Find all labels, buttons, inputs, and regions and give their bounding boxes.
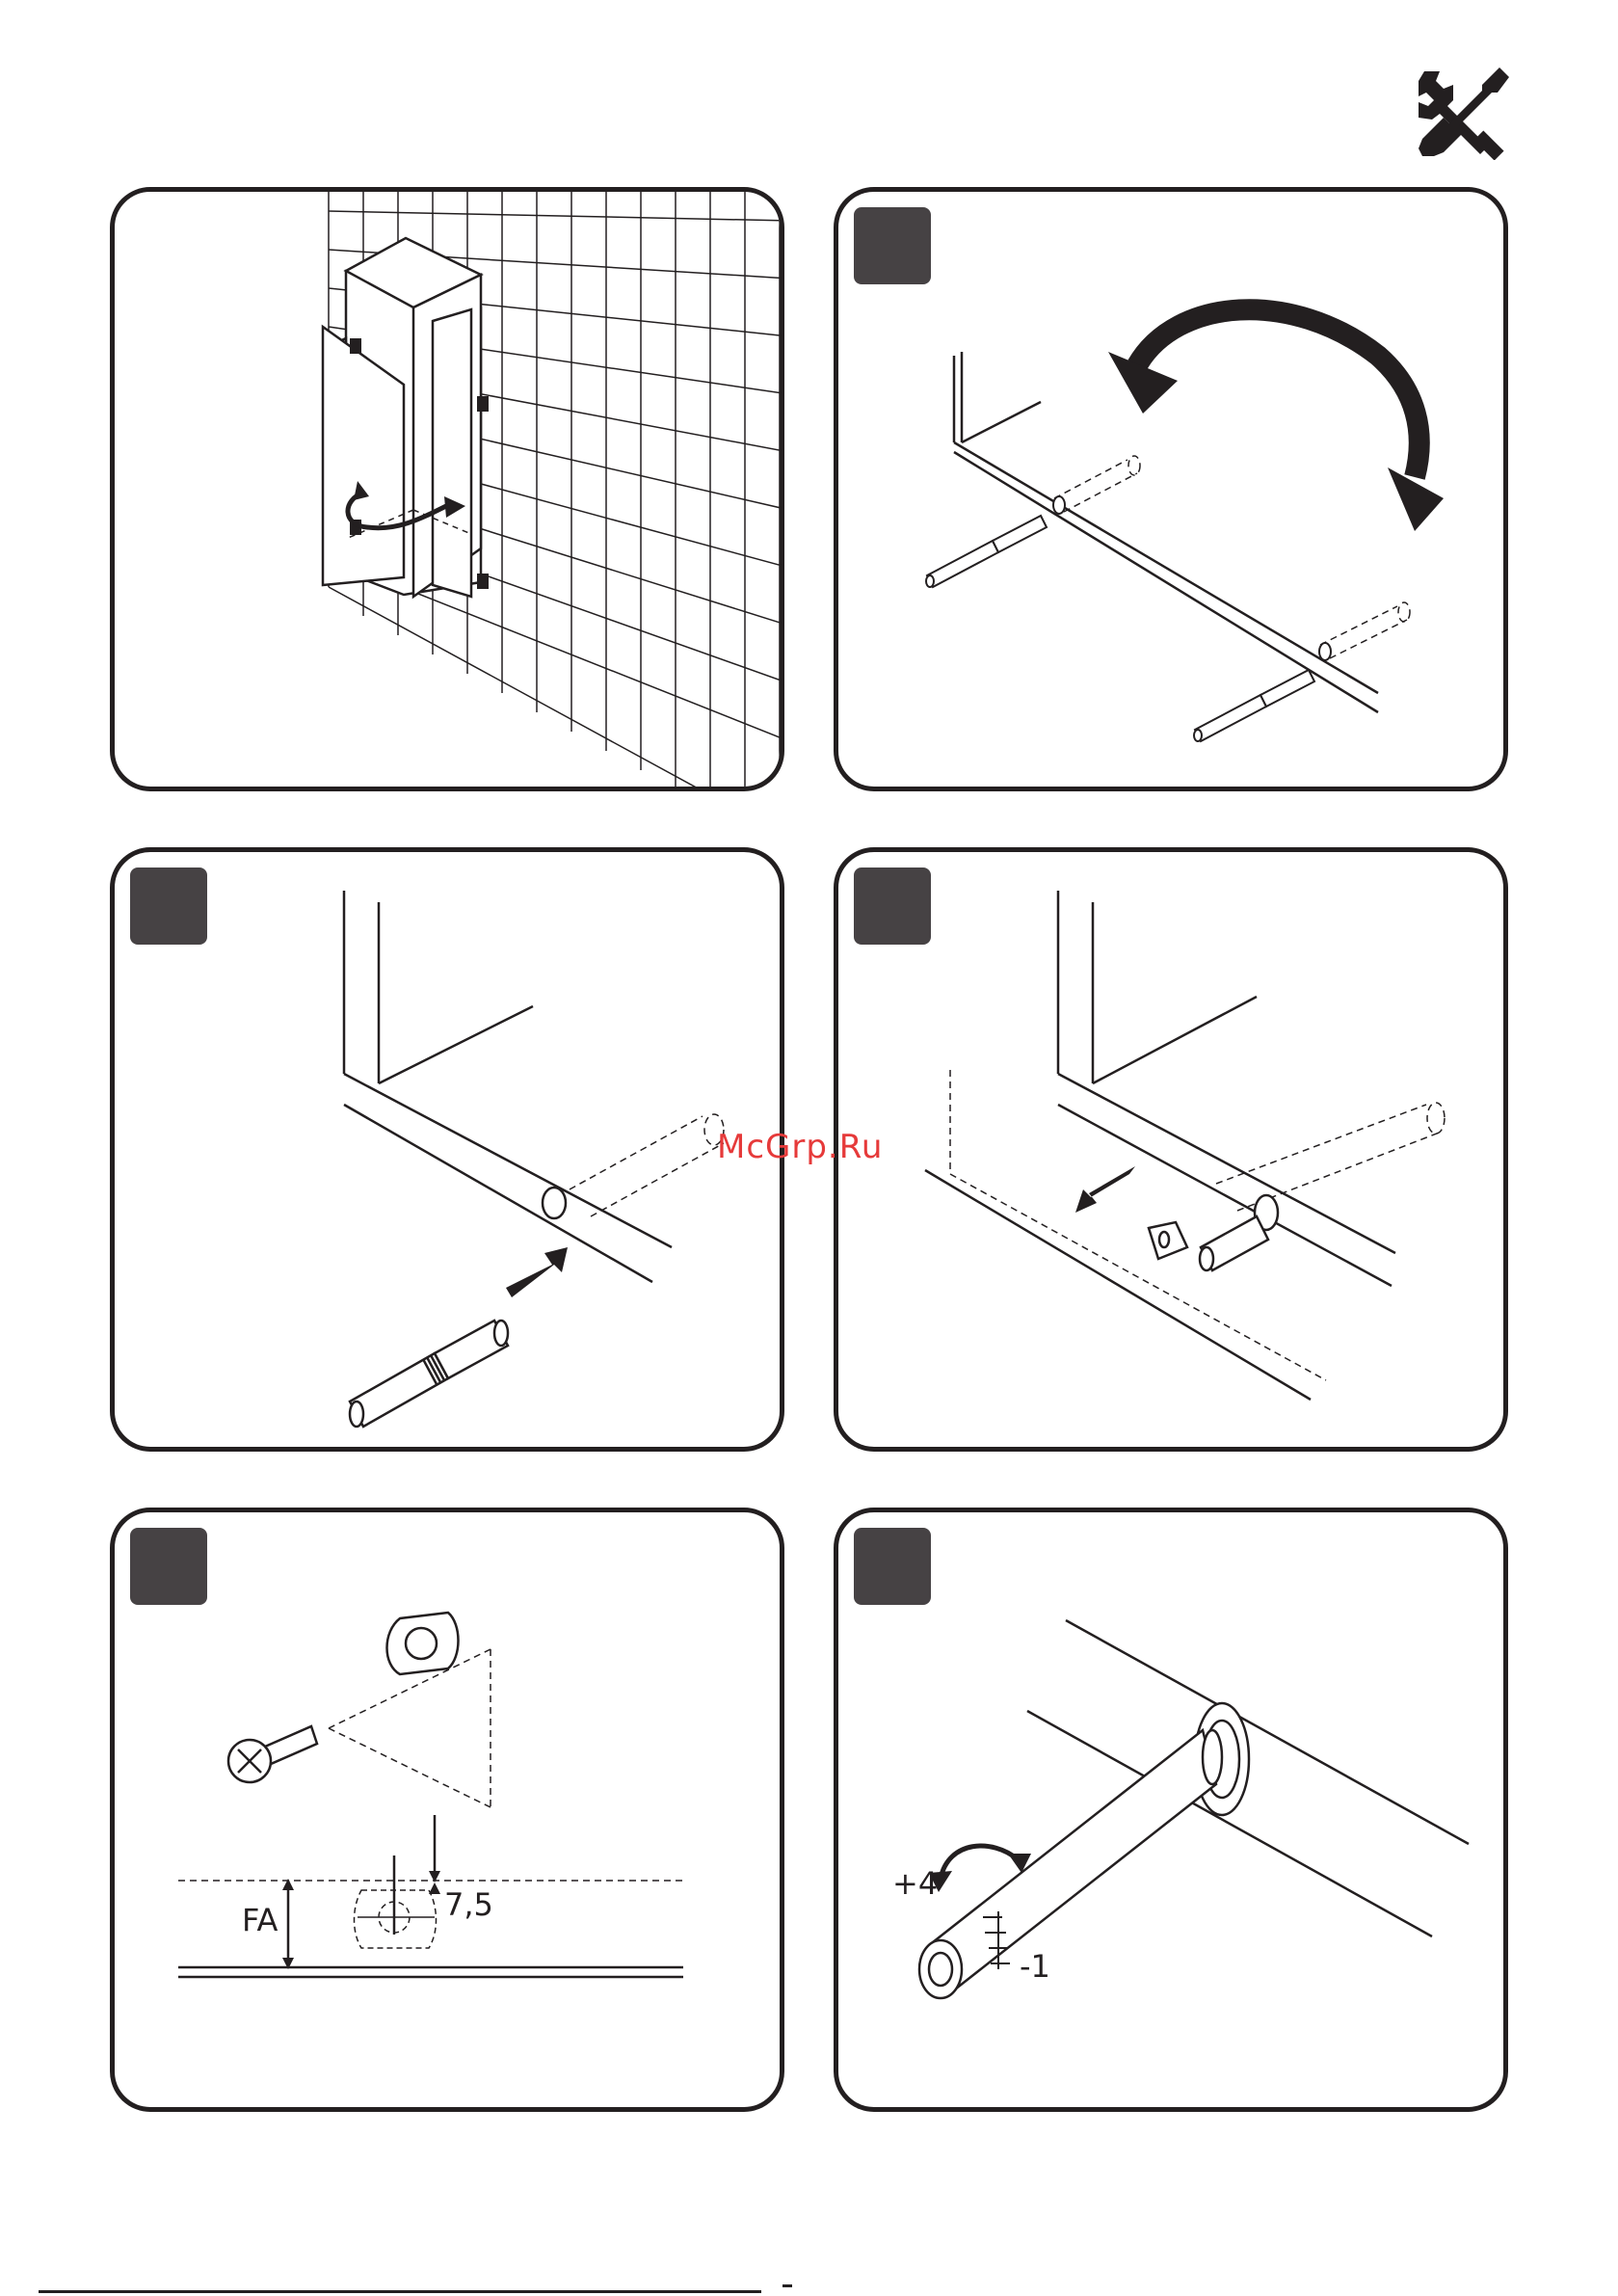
hole-insertion-illustration bbox=[838, 192, 1508, 791]
step-1-panel bbox=[110, 187, 784, 791]
adjustment-illustration: +4 -1 bbox=[838, 1512, 1508, 2112]
step-6-panel: +4 -1 bbox=[834, 1508, 1508, 2112]
minus-label: -1 bbox=[1020, 1948, 1050, 1985]
step-3-panel bbox=[110, 847, 784, 1452]
fa-label: FA bbox=[242, 1902, 278, 1938]
plus-label: +4 bbox=[892, 1865, 938, 1902]
step-5-panel: FA 7,5 bbox=[110, 1508, 784, 2112]
step-2-panel bbox=[834, 187, 1508, 791]
screw-fixing-illustration: FA 7,5 bbox=[115, 1512, 784, 2112]
footer-rule bbox=[39, 2290, 761, 2293]
plate-alignment-illustration bbox=[838, 852, 1508, 1452]
wrench-screwdriver-icon bbox=[1415, 64, 1511, 160]
watermark-text: McGrp.Ru bbox=[717, 1128, 883, 1166]
push-insert-illustration bbox=[115, 852, 784, 1452]
step-4-panel bbox=[834, 847, 1508, 1452]
dimension-label: 7,5 bbox=[444, 1886, 493, 1923]
footer-mark bbox=[782, 2284, 792, 2287]
cabinet-wall-illustration bbox=[115, 192, 784, 791]
